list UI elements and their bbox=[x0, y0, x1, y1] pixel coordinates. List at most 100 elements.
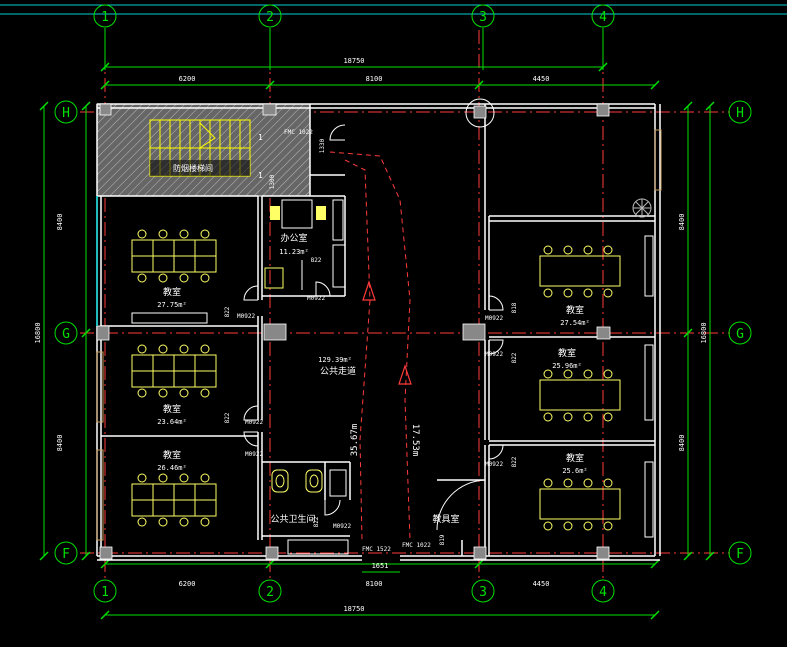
route-1-length: 35.67m bbox=[350, 424, 360, 457]
grid-bubble-right-F bbox=[728, 541, 752, 565]
grid-bubble-bottom-1 bbox=[93, 579, 117, 603]
svg-text:822: 822 bbox=[311, 257, 322, 264]
grid-bubble-top-2 bbox=[258, 4, 282, 28]
door-tag-toilet: M0922 bbox=[333, 523, 351, 530]
grid-label-left-H: H bbox=[62, 106, 70, 121]
grid-label-bottom-2: 2 bbox=[266, 585, 274, 600]
windows bbox=[96, 129, 662, 541]
grid-label-top-2: 2 bbox=[266, 10, 274, 25]
room-labels: 办公室 11.23m² 教室 27.75m² 教室 23.64m² 教室 26.… bbox=[157, 232, 590, 525]
stair-up-mark-2: 1 bbox=[258, 171, 263, 180]
grid-bubbles bbox=[54, 4, 752, 603]
dim-right-span-1: 8400 bbox=[678, 214, 686, 231]
stair-label: 防烟楼梯间 bbox=[173, 163, 213, 173]
class4-tables bbox=[539, 245, 621, 298]
svg-text:822: 822 bbox=[224, 412, 231, 423]
office-furniture bbox=[264, 199, 346, 290]
grid-bubble-top-1 bbox=[93, 4, 117, 28]
corridor-area: 129.39m² bbox=[318, 356, 352, 364]
dim-right-total: 16800 bbox=[700, 322, 708, 343]
office-chair-2 bbox=[316, 206, 326, 220]
door-office bbox=[315, 281, 331, 297]
door-tag-class2: M0922 bbox=[245, 419, 263, 426]
door-class4 bbox=[488, 295, 504, 311]
class2-area: 23.64m² bbox=[157, 418, 187, 426]
door-class2 bbox=[243, 405, 259, 421]
door-swings bbox=[243, 124, 504, 531]
toilet-fixtures bbox=[271, 469, 349, 555]
class6-tables bbox=[539, 478, 621, 531]
corridor-name: 公共走道 bbox=[320, 365, 356, 377]
class2-tables bbox=[131, 344, 217, 398]
dim-bottom-span-1: 6200 bbox=[179, 580, 196, 588]
grid-bubble-right-G bbox=[728, 321, 752, 345]
class1-area: 27.75m² bbox=[157, 301, 187, 309]
class4-name: 教室 bbox=[566, 304, 584, 316]
grid-label-top-3: 3 bbox=[479, 10, 487, 25]
office-desk bbox=[281, 199, 313, 229]
dim-left-span-1: 8400 bbox=[56, 214, 64, 231]
furniture bbox=[131, 229, 621, 531]
grid-bubble-right-H bbox=[728, 100, 752, 124]
dim-left-total: 16800 bbox=[34, 322, 42, 343]
route-arrow-1 bbox=[362, 280, 376, 301]
door-stair bbox=[329, 124, 346, 141]
route-2-length: 17.53m bbox=[410, 424, 420, 457]
toilet-2 bbox=[305, 469, 323, 493]
door-tag-class6: M0922 bbox=[485, 461, 503, 468]
columns bbox=[96, 103, 611, 560]
washbasin bbox=[329, 469, 347, 497]
office-chair-1 bbox=[270, 206, 280, 220]
dim-top-span-1: 6200 bbox=[179, 75, 196, 83]
door-tags: FMC 1022 FMC 1522 FMC 1022 M0922 M0922 M… bbox=[237, 129, 503, 553]
svg-text:822: 822 bbox=[511, 352, 518, 363]
door-tag-fm-bottom-2: FMC 1022 bbox=[402, 542, 431, 549]
route-arrow-2 bbox=[398, 364, 412, 385]
dimension-lines bbox=[43, 66, 711, 616]
route-labels: 35.67m 17.53m bbox=[350, 424, 420, 457]
grid-label-top-1: 1 bbox=[101, 10, 109, 25]
dim-bottom-span-3: 4450 bbox=[533, 580, 550, 588]
dimension-texts: 18750 6200 8100 4450 6200 8100 4450 1875… bbox=[34, 57, 708, 613]
svg-text:1330: 1330 bbox=[319, 138, 326, 153]
door-tag-class4: M0922 bbox=[485, 315, 503, 322]
svg-text:819: 819 bbox=[439, 534, 446, 545]
dim-right-span-2: 8400 bbox=[678, 435, 686, 452]
dim-bottom-span-2: 8100 bbox=[366, 580, 383, 588]
class1-tables bbox=[131, 229, 217, 283]
toilet-counter bbox=[287, 539, 349, 555]
svg-text:818: 818 bbox=[511, 302, 518, 313]
dim-top-span-2: 8100 bbox=[366, 75, 383, 83]
door-tag-office: M0922 bbox=[307, 295, 325, 302]
door-tag-fm-top: FMC 1022 bbox=[284, 129, 313, 136]
grid-label-bottom-4: 4 bbox=[599, 585, 607, 600]
dim-left-span-2: 8400 bbox=[56, 435, 64, 452]
svg-text:1300: 1300 bbox=[269, 174, 276, 189]
grid-bubble-left-F bbox=[54, 541, 78, 565]
class1-name: 教室 bbox=[163, 286, 181, 298]
door-tag-class5: M0922 bbox=[485, 351, 503, 358]
grid-bubble-labels: 1 2 3 4 1 2 3 4 H G F H G F bbox=[62, 10, 744, 600]
class5-area: 25.96m² bbox=[552, 362, 582, 370]
office-name: 办公室 bbox=[280, 232, 307, 244]
class3-name: 教室 bbox=[163, 449, 181, 461]
stairwell: 防烟楼梯间 1 1 bbox=[96, 103, 311, 197]
door-class6 bbox=[488, 444, 504, 460]
grid-label-left-G: G bbox=[62, 327, 70, 342]
grid-label-right-F: F bbox=[736, 547, 744, 562]
grid-label-bottom-1: 1 bbox=[101, 585, 109, 600]
grid-bubble-bottom-2 bbox=[258, 579, 282, 603]
grid-bubble-bottom-4 bbox=[591, 579, 615, 603]
office-area: 11.23m² bbox=[279, 248, 309, 256]
grid-label-left-F: F bbox=[62, 547, 70, 562]
door-toilet bbox=[324, 499, 341, 516]
class2-name: 教室 bbox=[163, 403, 181, 415]
class5-tables bbox=[539, 369, 621, 422]
svg-text:822: 822 bbox=[511, 456, 518, 467]
route-arrows bbox=[362, 280, 412, 385]
svg-text:822: 822 bbox=[313, 516, 320, 527]
toilet-1 bbox=[271, 469, 289, 493]
stair-up-mark-1: 1 bbox=[258, 133, 263, 142]
